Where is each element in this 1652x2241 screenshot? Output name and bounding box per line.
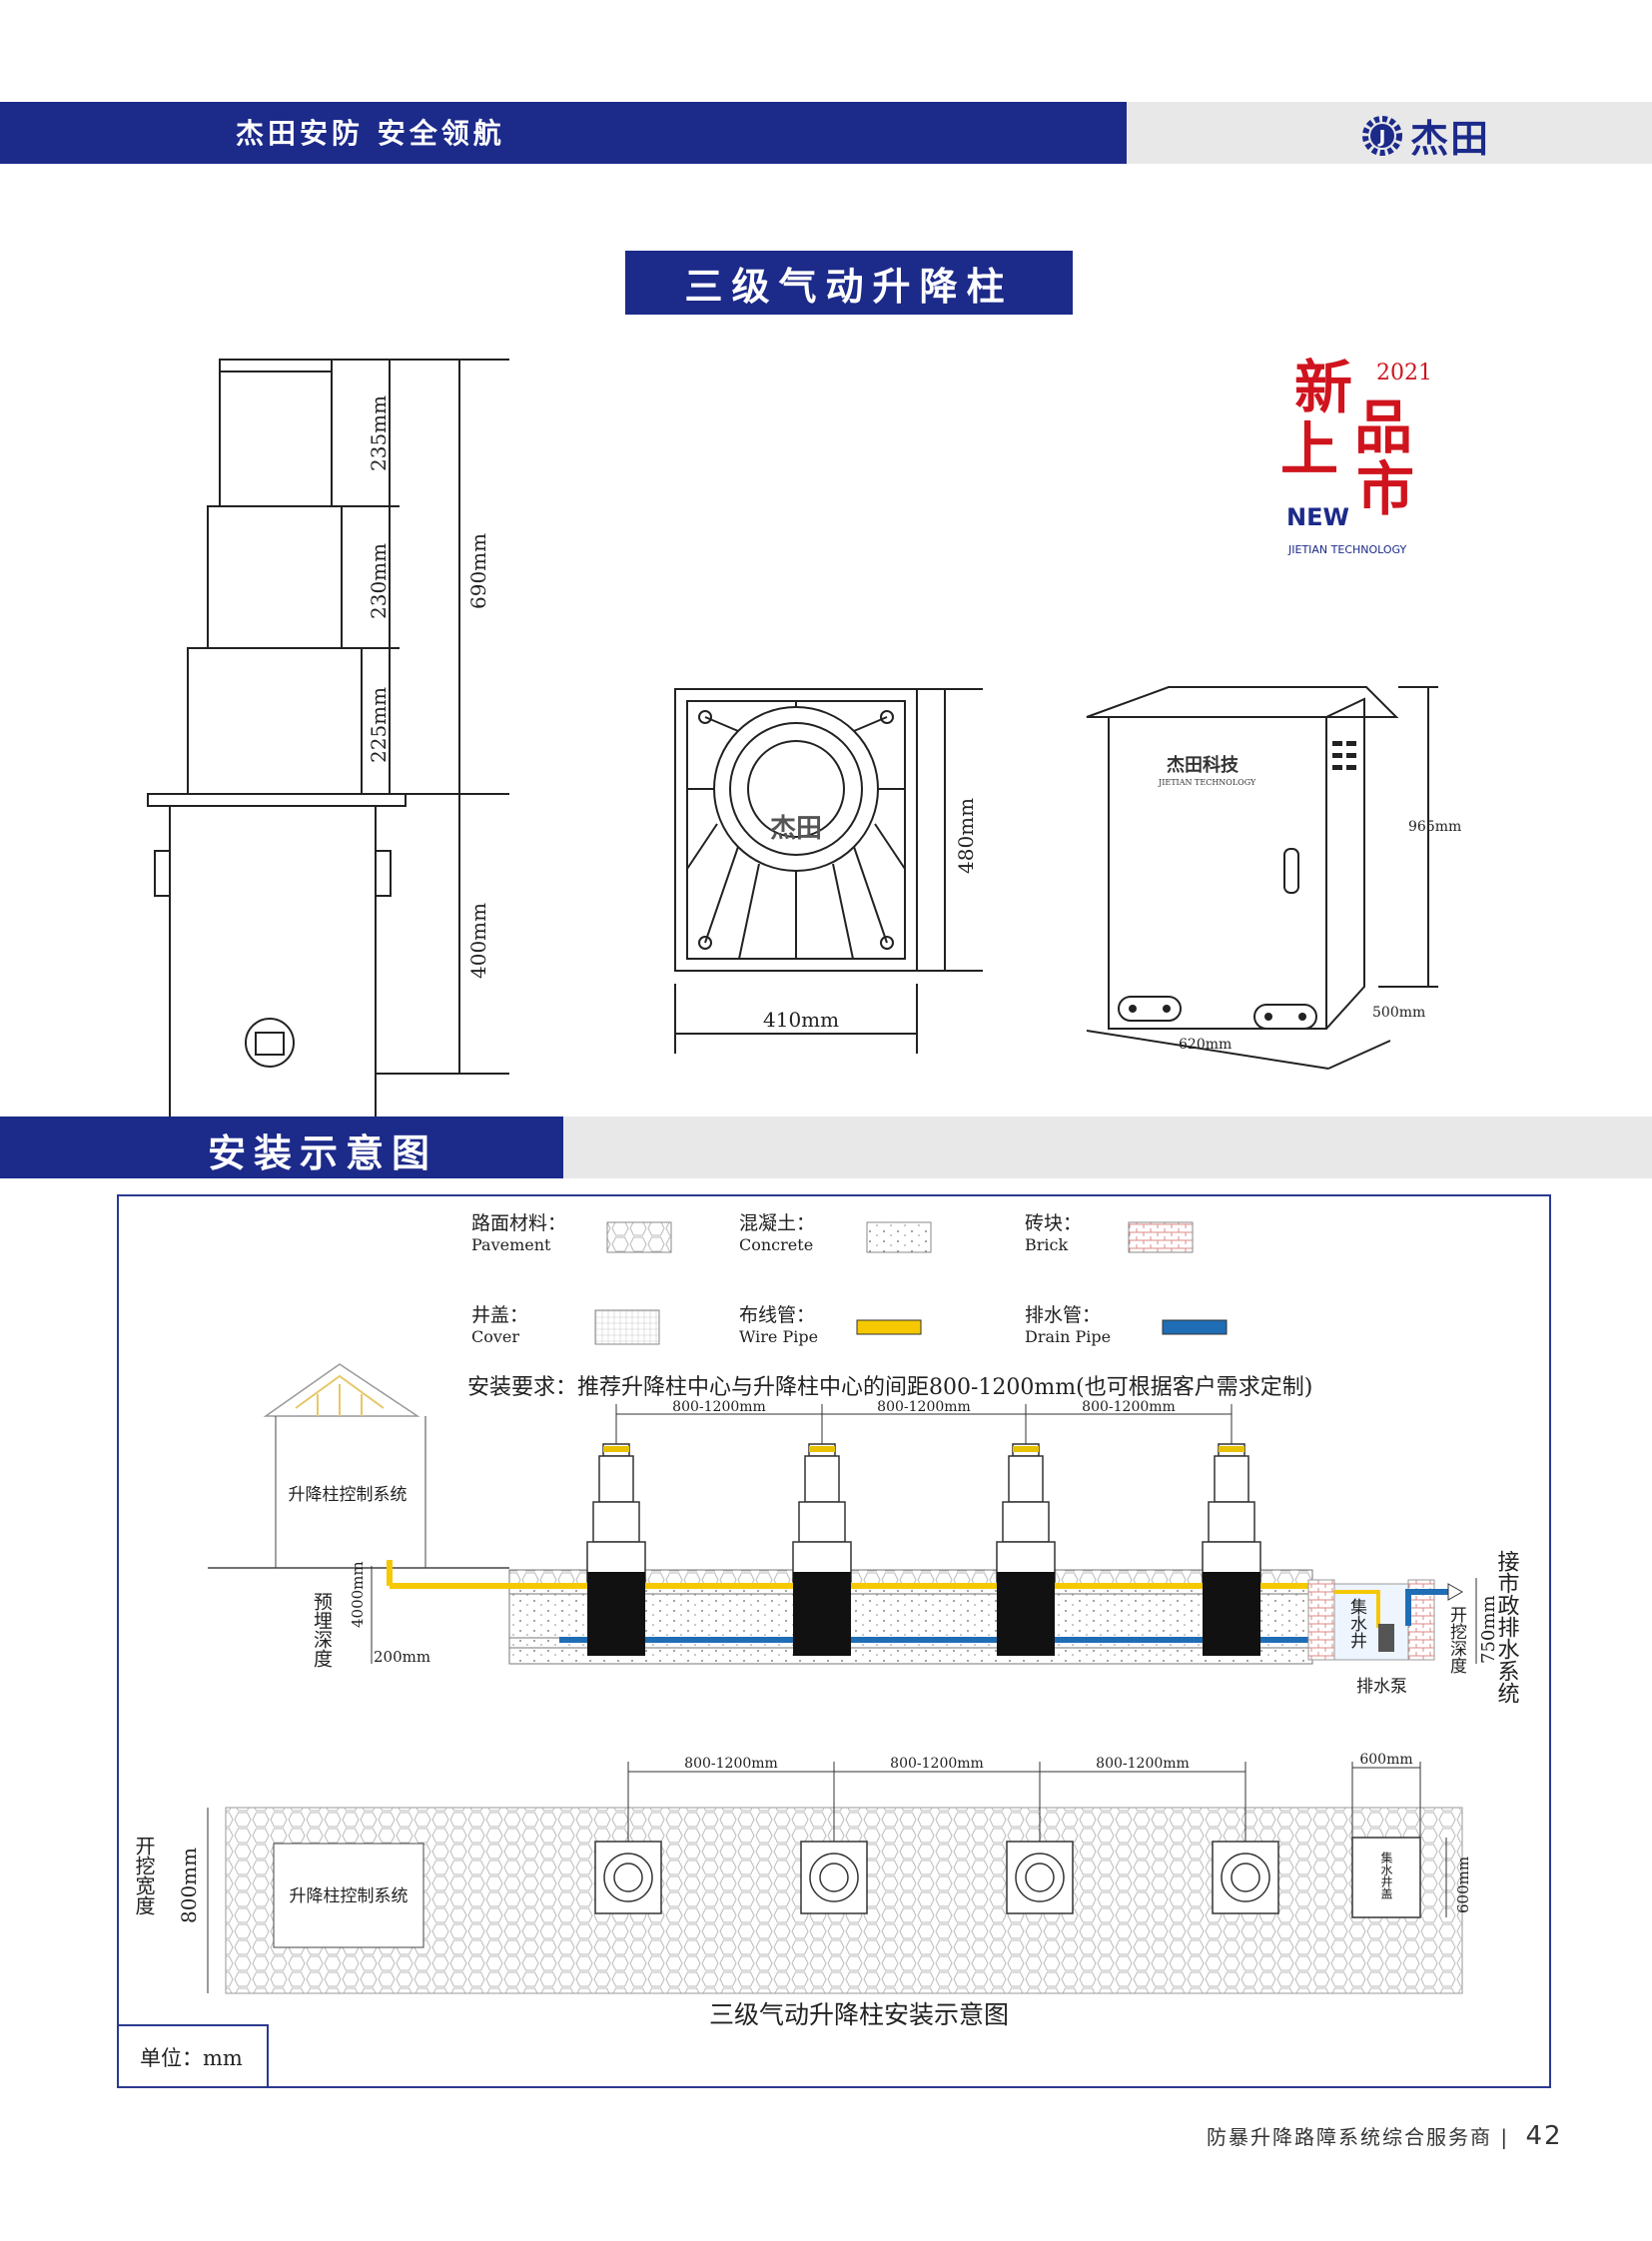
legend-wire-cn: 布线管：	[739, 1304, 815, 1326]
legend-cover-cn: 井盖：	[471, 1304, 528, 1326]
dim-230: 230mm	[367, 543, 391, 619]
legend-pavement-cn: 路面材料：	[471, 1212, 566, 1234]
brand-logo: J 杰田	[1360, 108, 1490, 163]
badge-char-2: 品	[1354, 393, 1412, 461]
control-system-label: 升降柱控制系统	[289, 1485, 408, 1505]
legend-concrete-swatch	[866, 1221, 932, 1253]
spacing-top-1: 800-1200mm	[672, 1399, 766, 1415]
spacing-top-2: 800-1200mm	[877, 1399, 971, 1415]
plan-width-dim: 800mm	[177, 1848, 201, 1923]
trench-dim: 750mm	[1478, 1596, 1499, 1665]
legend-wire-en: Wire Pipe	[739, 1327, 818, 1346]
legend-pavement-swatch	[606, 1221, 672, 1253]
well-dim-side: 600mm	[1454, 1857, 1472, 1913]
spacing-plan-3: 800-1200mm	[1096, 1756, 1190, 1772]
legend-brick-en: Brick	[1025, 1235, 1068, 1254]
embed-depth-label: 预埋深度	[311, 1592, 333, 1668]
unit-label: 单位：mm	[140, 2046, 243, 2070]
top-view-height: 480mm	[954, 798, 978, 874]
legend-brick-swatch	[1128, 1221, 1194, 1253]
spacing-top-3: 800-1200mm	[1082, 1399, 1176, 1415]
legend-cover-en: Cover	[471, 1327, 519, 1346]
legend-pavement-en: Pavement	[471, 1235, 551, 1254]
svg-text:J: J	[1377, 127, 1386, 148]
legend-cover-swatch	[594, 1309, 660, 1345]
dim-400: 400mm	[466, 903, 490, 979]
dig-width-label: 开挖宽度	[132, 1836, 156, 1915]
dim-225: 225mm	[367, 687, 391, 763]
plan-control-label: 升降柱控制系统	[290, 1886, 409, 1906]
legend-drain-cn: 排水管：	[1025, 1304, 1101, 1326]
dig-depth-label: 开挖深度	[1446, 1606, 1467, 1674]
top-view-brand: 杰田	[770, 814, 822, 844]
spacing-plan-1: 800-1200mm	[684, 1756, 778, 1772]
install-section-bar	[0, 1117, 563, 1178]
badge-company: JIETIAN TECHNOLOGY	[1287, 543, 1407, 556]
legend-concrete-cn: 混凝土：	[739, 1212, 815, 1234]
top-view-width: 410mm	[763, 1008, 839, 1032]
spacing-plan-2: 800-1200mm	[890, 1756, 984, 1772]
page-number: 42	[1525, 2121, 1563, 2151]
badge-new: NEW	[1286, 503, 1349, 531]
legend-wire-swatch	[856, 1319, 922, 1335]
sump-cover-label: 集水井盖	[1379, 1851, 1393, 1899]
cabinet-height: 965mm	[1408, 819, 1461, 835]
municipal-label: 接市政排水系统	[1494, 1550, 1520, 1704]
installation-diagram: 路面材料： Pavement 混凝土： Concrete 砖块： Brick 井…	[117, 1194, 1551, 2088]
cabinet-brand-cn: 杰田科技	[1167, 754, 1239, 776]
well-dim-top: 600mm	[1359, 1752, 1412, 1768]
header-bar	[0, 102, 1127, 164]
cabinet-brand-en: JIETIAN TECHNOLOGY	[1158, 778, 1256, 787]
base-dim: 200mm	[374, 1648, 430, 1666]
install-section-grey-band	[563, 1117, 1652, 1178]
header-slogan: 杰田安防 安全领航	[236, 117, 505, 150]
dim-690: 690mm	[466, 533, 490, 609]
embed-dim: 4000mm	[349, 1561, 367, 1628]
legend-drain-en: Drain Pipe	[1025, 1327, 1111, 1346]
sump-label: 集水井	[1346, 1598, 1367, 1649]
pump-label: 排水泵	[1356, 1677, 1407, 1697]
diagram-caption: 三级气动升降柱安装示意图	[709, 2000, 1009, 2029]
install-section-title: 安装示意图	[208, 1131, 438, 1175]
badge-char-1: 新	[1294, 354, 1352, 421]
footer-text: 防暴升降路障系统综合服务商	[1207, 2125, 1492, 2149]
legend-brick-cn: 砖块：	[1025, 1212, 1082, 1234]
brand-name: 杰田	[1410, 117, 1491, 161]
dim-235: 235mm	[367, 395, 391, 471]
gear-j-icon: J	[1362, 115, 1402, 156]
badge-char-4: 市	[1356, 455, 1414, 523]
install-requirement: 安装要求：推荐升降柱中心与升降柱中心的间距800-1200mm(也可根据客户需求…	[467, 1375, 1312, 1400]
badge-char-3: 上	[1280, 415, 1338, 483]
legend-drain-swatch	[1162, 1319, 1228, 1335]
product-drawings: 235mm 230mm 225mm 690mm 400mm 480mm 410m…	[147, 354, 1461, 1119]
product-title: 三级气动升降柱	[625, 251, 1073, 315]
diagram-frame	[117, 1194, 1551, 2088]
cabinet-depth: 500mm	[1372, 1005, 1425, 1021]
legend-concrete-en: Concrete	[739, 1235, 813, 1254]
cabinet-width: 620mm	[1179, 1037, 1232, 1053]
footer: 防暴升降路障系统综合服务商 | 42	[1207, 2121, 1563, 2151]
badge-year: 2021	[1376, 361, 1432, 385]
